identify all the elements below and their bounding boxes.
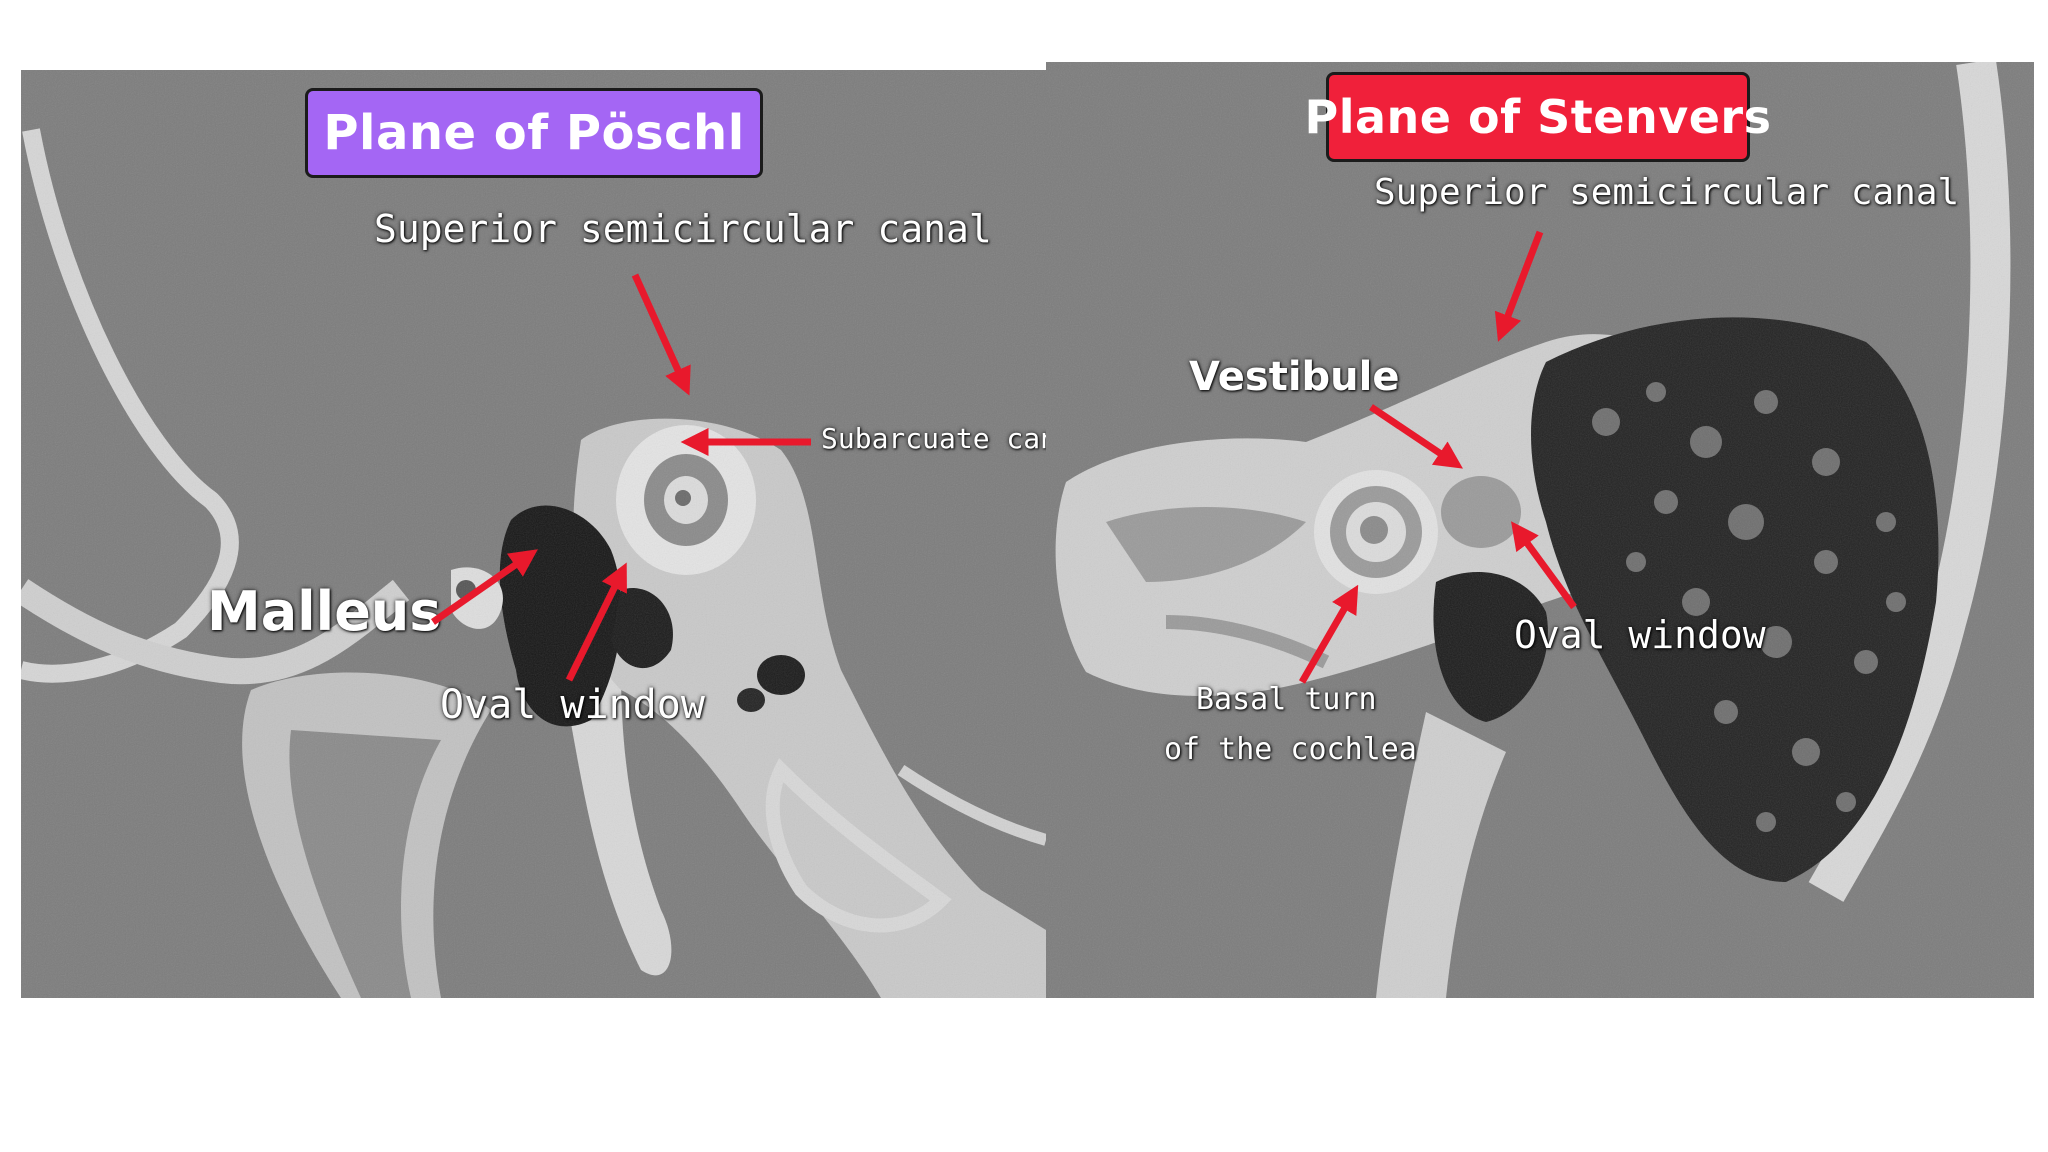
- ct-image-poschl: Plane of Pöschl Superior semicircular ca…: [21, 70, 1046, 998]
- stenvers-title-badge: Plane of Stenvers: [1305, 72, 1771, 162]
- label-oval-window-left: Oval window: [440, 682, 705, 728]
- label-vestibule: Vestibule: [1189, 354, 1400, 400]
- label-superior-semicircular-canal-left: Superior semicircular canal: [374, 207, 992, 251]
- label-subarcuate-canal: Subarcuate canal: [821, 422, 1046, 455]
- label-basal-turn-line1: Basal turn: [1196, 682, 1377, 717]
- poschl-title-badge: Plane of Pöschl: [305, 88, 763, 178]
- stenvers-title-text: Plane of Stenvers: [1304, 90, 1772, 144]
- poschl-title-text: Plane of Pöschl: [323, 105, 745, 161]
- label-basal-turn-line2: of the cochlea: [1164, 732, 1417, 767]
- ct-image-stenvers: Plane of Stenvers Superior semicircular …: [1046, 62, 2034, 998]
- ct-scan-poschl-graphic: [21, 70, 1046, 998]
- label-malleus: Malleus: [207, 580, 442, 643]
- label-oval-window-right: Oval window: [1514, 613, 1766, 657]
- label-superior-semicircular-canal-right: Superior semicircular canal: [1374, 172, 1960, 213]
